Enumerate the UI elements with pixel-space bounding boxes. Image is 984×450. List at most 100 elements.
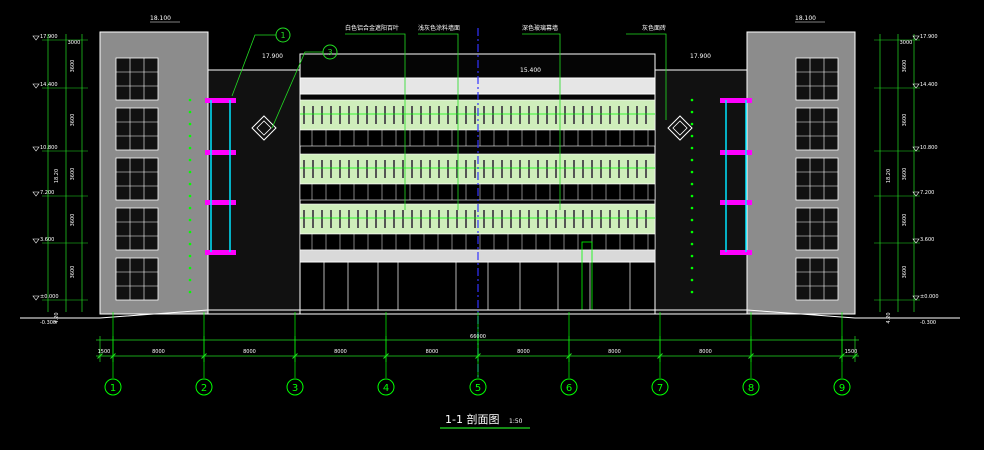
diamond-ornament-inner: [256, 120, 272, 136]
level-ground: -0.300: [40, 320, 56, 326]
annotation-2-leader: [418, 33, 459, 210]
storey-height: 3600: [70, 266, 76, 279]
level-marker: [32, 146, 40, 152]
dimension-value: 8000: [608, 349, 621, 355]
axis-label: 1: [110, 383, 116, 394]
level-marker: [32, 35, 40, 41]
level-value: 17.900: [920, 34, 938, 40]
axis-bubble: [469, 378, 487, 396]
dimension-value: 8000: [426, 349, 439, 355]
dot-marker: [690, 146, 694, 150]
level-value: 14.400: [920, 82, 938, 88]
level-roof-left: 17.900: [262, 53, 283, 60]
annotation-4-leader: [626, 33, 667, 120]
total-height: 18.20: [886, 169, 892, 183]
level-value: 7.200: [920, 190, 934, 196]
storey-height: 3600: [70, 114, 76, 127]
level-ground: -0.300: [920, 320, 936, 326]
storey-height: 3600: [902, 114, 908, 127]
ground-line: [20, 309, 960, 319]
callout-1-label: 1: [280, 31, 285, 40]
total-height: 18.20: [54, 169, 60, 183]
level-value: 14.400: [40, 82, 58, 88]
stair-landing: [205, 250, 236, 255]
level-value: ±0.000: [920, 294, 939, 300]
dot-marker: [690, 194, 694, 198]
dot-marker: [690, 158, 694, 162]
axis-bubble: [833, 378, 851, 396]
axis-bubble: [560, 378, 578, 396]
level-top-right: 18.100: [795, 15, 816, 22]
right-level-scale: 17.90014.40010.8007.2003.600±0.000360036…: [874, 34, 939, 326]
axis-label: 8: [748, 383, 754, 394]
dimension-tick-slash: [852, 353, 858, 359]
dot-marker: [690, 290, 694, 294]
level-value: ±0.000: [40, 294, 59, 300]
dot-marker: [188, 194, 192, 198]
annotation-1: 白色铝合金遮阳百叶: [345, 24, 399, 32]
building-section: [20, 28, 960, 378]
storey-height: 3600: [902, 266, 908, 279]
tower-window: [795, 57, 839, 101]
axis-bubble: [104, 378, 122, 396]
level-marker: [912, 146, 920, 152]
stair-landing: [720, 150, 752, 155]
storey-height-top: 3000: [900, 40, 913, 46]
stair-landing: [720, 250, 752, 255]
storey-height: 3600: [902, 60, 908, 73]
storey-height: 3600: [902, 214, 908, 227]
level-roof-right: 17.900: [690, 53, 711, 60]
dot-marker: [188, 218, 192, 222]
dot-marker: [188, 206, 192, 210]
stair-landing: [205, 98, 236, 103]
level-marker: [912, 295, 920, 301]
diamond-ornament: [251, 115, 277, 141]
base-height: 4.20: [54, 312, 60, 323]
level-marker: [912, 238, 920, 244]
level-marker: [32, 238, 40, 244]
level-roof-center: 15.400: [520, 67, 541, 74]
dimension-value: 8000: [334, 349, 347, 355]
level-marker: [912, 83, 920, 89]
tower-window: [115, 207, 159, 251]
dimension-value: 8000: [699, 349, 712, 355]
stair-landing: [720, 98, 752, 103]
dot-marker: [690, 206, 694, 210]
level-value: 3.600: [920, 237, 934, 243]
dot-marker: [690, 110, 694, 114]
base-height: 4.20: [886, 312, 892, 323]
axis-bubble: [377, 378, 395, 396]
storey-height-top: 3000: [68, 40, 81, 46]
dot-marker: [690, 134, 694, 138]
left-level-scale: 17.90014.40010.8007.2003.600±0.000360036…: [32, 34, 88, 326]
tower-window: [115, 107, 159, 151]
callout-1-leader: [231, 34, 276, 97]
dot-marker: [690, 278, 694, 282]
stair-landing: [205, 200, 236, 205]
tower-window: [795, 157, 839, 201]
axis-label: 6: [566, 383, 572, 394]
axis-label: 9: [839, 383, 845, 394]
dot-marker: [188, 254, 192, 258]
drawing-title-main: 1-1 剖面图: [445, 412, 499, 426]
right-stair-core: [654, 69, 748, 315]
tower-window: [115, 57, 159, 101]
dot-marker: [690, 122, 694, 126]
dot-marker: [188, 266, 192, 270]
storey-height: 3600: [70, 168, 76, 181]
dot-marker: [690, 230, 694, 234]
dot-marker: [690, 182, 694, 186]
level-value: 10.800: [40, 145, 58, 151]
tower-window: [795, 107, 839, 151]
dot-marker: [188, 122, 192, 126]
dimension-value: 8000: [243, 349, 256, 355]
annotation-2: 浅灰色涂料墙面: [418, 24, 460, 32]
axis-bubble: [742, 378, 760, 396]
dot-marker: [188, 170, 192, 174]
dot-marker: [690, 98, 694, 102]
level-marker: [32, 295, 40, 301]
tower-window: [115, 157, 159, 201]
dot-marker: [188, 146, 192, 150]
dot-marker: [188, 230, 192, 234]
